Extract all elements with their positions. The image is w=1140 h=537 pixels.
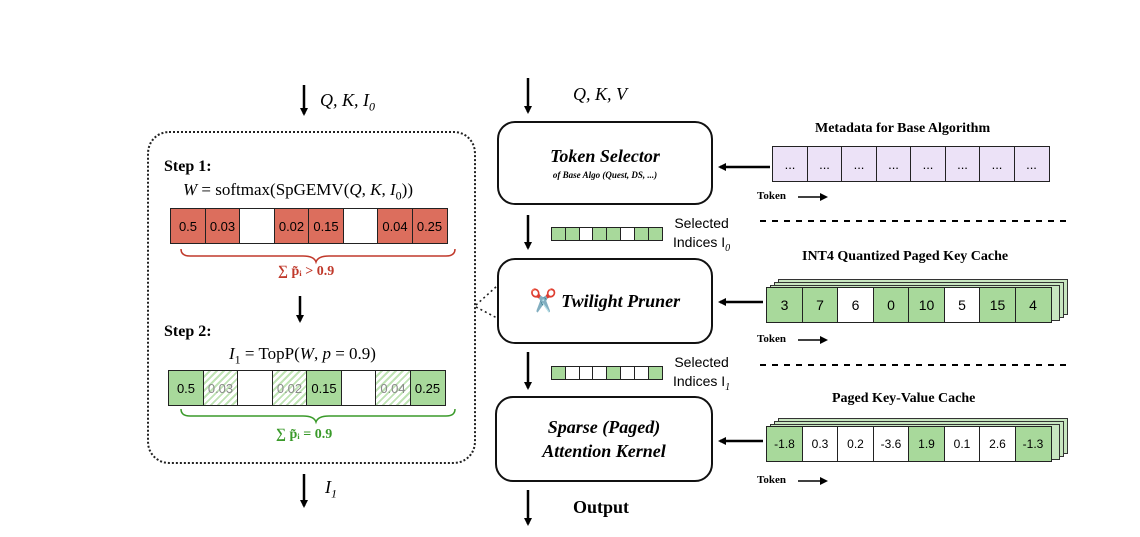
left-output-label: I1 xyxy=(325,477,337,501)
kv-cache-token-label: Token xyxy=(757,474,786,486)
scissors-icon: ✂️ xyxy=(529,288,558,313)
weight-cell-empty xyxy=(342,208,379,244)
index-cell xyxy=(564,227,580,241)
metadata-cell: ... xyxy=(1013,146,1050,182)
brace-step1 xyxy=(180,248,456,265)
step2-title: Step 2: xyxy=(164,323,212,340)
token-selector-title: Token Selector xyxy=(550,146,660,166)
index-cell xyxy=(620,366,636,380)
key-cache-cell: 3 xyxy=(766,287,803,323)
kv-cache-cell: -3.6 xyxy=(872,426,910,462)
selected-indices-0-strip xyxy=(551,227,663,241)
weight-cell: 0.03 xyxy=(204,208,241,244)
index-cell xyxy=(578,366,594,380)
attention-kernel-box: Sparse (Paged) Attention Kernel xyxy=(495,396,713,482)
index-cell xyxy=(647,227,663,241)
weight-cell: 0.25 xyxy=(411,208,448,244)
key-cache-cell: 0 xyxy=(872,287,910,323)
metadata-cell: ... xyxy=(772,146,808,182)
metadata-cell: ... xyxy=(944,146,981,182)
kv-cache-cell: 2.6 xyxy=(979,426,1016,462)
step2-weight-row: 0.5 0.03 0.02 0.15 0.04 0.25 xyxy=(168,370,446,406)
kv-cache-cell: -1.8 xyxy=(766,426,803,462)
selected-indices-1-strip xyxy=(551,366,663,380)
metadata-row: ... ... ... ... ... ... ... ... xyxy=(772,146,1050,182)
twilight-pruner-title: Twilight Pruner xyxy=(561,290,681,311)
kv-cache-row: -1.8 0.3 0.2 -3.6 1.9 0.1 2.6 -1.3 xyxy=(766,426,1052,462)
key-cache-title: INT4 Quantized Paged Key Cache xyxy=(802,249,1009,264)
step2-formula: I1 = TopP(W, p = 0.9) xyxy=(229,344,376,367)
metadata-cell: ... xyxy=(806,146,843,182)
step1-weight-row: 0.5 0.03 0.02 0.15 0.04 0.25 xyxy=(170,208,448,244)
attention-kernel-line1: Sparse (Paged) xyxy=(547,417,661,437)
step1-formula: W = softmax(SpGEMV(Q, K, I0)) xyxy=(183,180,413,203)
weight-cell-empty xyxy=(239,208,275,244)
kv-cache-cell: 1.9 xyxy=(908,426,945,462)
key-cache-cell: 4 xyxy=(1014,287,1052,323)
callout-line-bottom xyxy=(475,306,498,319)
kept-cell: 0.25 xyxy=(409,370,446,406)
token-selector-box: Token Selector of Base Algo (Quest, DS, … xyxy=(497,121,713,205)
twilight-pruner-box: ✂️ Twilight Pruner xyxy=(497,258,713,344)
index-cell xyxy=(551,366,566,380)
weight-cell: 0.15 xyxy=(308,208,344,244)
attention-kernel-line2: Attention Kernel xyxy=(542,441,666,461)
index-cell xyxy=(647,366,663,380)
center-input-label: Q, K, V xyxy=(573,84,627,104)
weight-cell: 0.02 xyxy=(273,208,310,244)
kept-cell: 0.5 xyxy=(168,370,204,406)
kv-cache-cell: -1.3 xyxy=(1014,426,1052,462)
index-cell xyxy=(551,227,566,241)
index-cell xyxy=(564,366,580,380)
key-cache-cell: 10 xyxy=(908,287,945,323)
metadata-cell: ... xyxy=(875,146,912,182)
center-output-label: Output xyxy=(573,497,630,517)
key-cache-token-label: Token xyxy=(757,333,786,345)
pruned-cell: 0.03 xyxy=(202,370,239,406)
key-cache-cell: 15 xyxy=(979,287,1016,323)
weight-cell-empty xyxy=(340,370,377,406)
index-cell xyxy=(578,227,594,241)
selected-indices-1-label: Selected Indices I1 xyxy=(673,354,731,393)
step1-sum-label: ∑ p̃ᵢ > 0.9 xyxy=(278,264,335,279)
index-cell xyxy=(592,227,608,241)
selected-indices-0-label: Selected Indices I0 xyxy=(673,215,731,254)
key-cache-cell: 5 xyxy=(943,287,981,323)
twilight-detail-panel xyxy=(147,131,476,464)
index-cell xyxy=(606,366,622,380)
index-cell xyxy=(592,366,608,380)
kept-cell: 0.15 xyxy=(306,370,342,406)
kv-cache-cell: 0.1 xyxy=(943,426,981,462)
token-selector-subtitle: of Base Algo (Quest, DS, ...) xyxy=(552,170,658,180)
weight-cell-empty xyxy=(237,370,273,406)
index-cell xyxy=(633,366,649,380)
index-cell xyxy=(633,227,649,241)
step2-sum-label: ∑ p̃ᵢ = 0.9 xyxy=(276,427,333,442)
callout-line-top xyxy=(475,285,498,306)
weight-cell: 0.04 xyxy=(377,208,413,244)
weight-cell: 0.5 xyxy=(170,208,206,244)
kv-cache-cell: 0.3 xyxy=(801,426,839,462)
left-input-label: Q, K, I0 xyxy=(320,90,375,114)
index-cell xyxy=(606,227,622,241)
pruned-cell: 0.04 xyxy=(375,370,411,406)
key-cache-cell: 6 xyxy=(837,287,874,323)
metadata-title: Metadata for Base Algorithm xyxy=(815,121,991,136)
metadata-cell: ... xyxy=(841,146,877,182)
metadata-token-label: Token xyxy=(757,190,786,202)
key-cache-row: 3 7 6 0 10 5 15 4 xyxy=(766,287,1052,323)
brace-step2 xyxy=(180,408,456,425)
metadata-cell: ... xyxy=(979,146,1015,182)
index-cell xyxy=(620,227,636,241)
kv-cache-title: Paged Key-Value Cache xyxy=(832,391,976,406)
pruned-cell: 0.02 xyxy=(271,370,308,406)
key-cache-cell: 7 xyxy=(801,287,839,323)
metadata-cell: ... xyxy=(910,146,946,182)
kv-cache-cell: 0.2 xyxy=(837,426,874,462)
step1-title: Step 1: xyxy=(164,158,212,175)
